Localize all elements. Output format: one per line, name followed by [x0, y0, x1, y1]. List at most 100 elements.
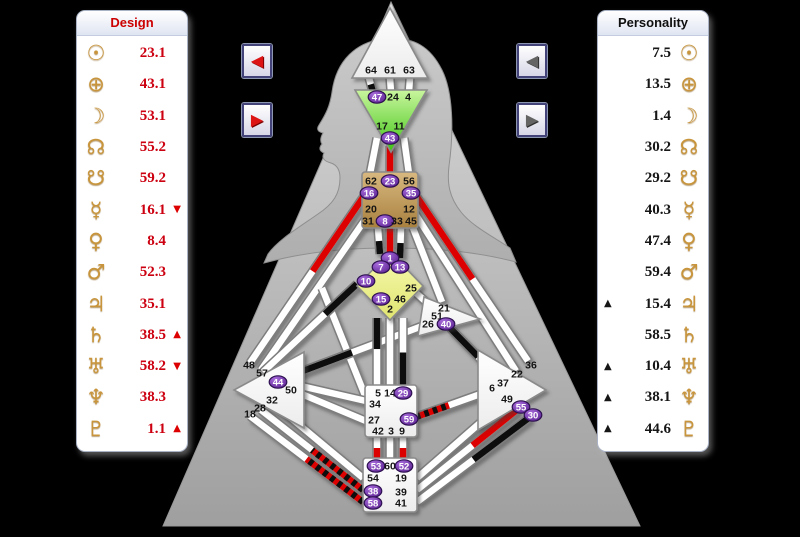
- gate-12: 12: [403, 203, 415, 215]
- pluto-icon: ♇: [86, 416, 106, 441]
- channel-35-36: [413, 194, 532, 364]
- planet-row-uranus: ▲10.4♅: [604, 352, 702, 382]
- planet-row-mars: ♂52.3: [83, 258, 181, 288]
- gate-27: 27: [368, 414, 380, 426]
- svg-text:10: 10: [361, 276, 372, 287]
- uranus-gate-line-value: 58.2: [139, 358, 166, 375]
- gate-28: 28: [254, 402, 266, 414]
- svg-text:3: 3: [388, 425, 394, 437]
- gate-33: 33: [391, 215, 403, 227]
- gate-58: 58: [363, 496, 383, 510]
- pluto-gate-line-value: 1.1: [147, 420, 166, 437]
- solar-plexus-center: [477, 348, 548, 432]
- planet-row-saturn: 58.5♄: [604, 320, 702, 350]
- gate-21: 21: [438, 302, 450, 314]
- gate-31: 31: [362, 215, 374, 227]
- svg-text:17: 17: [376, 120, 388, 132]
- gate-56: 56: [403, 175, 415, 187]
- planet-row-south-node: ☋59.2: [83, 164, 181, 194]
- mars-gate-line-value: 52.3: [139, 264, 166, 281]
- earth-icon: ⊕: [680, 72, 698, 97]
- north-node-gate-line-value: 55.2: [139, 139, 166, 156]
- design-next-button[interactable]: ▶: [242, 103, 272, 137]
- gate-60: 60: [384, 460, 396, 472]
- channel-10-57: [259, 280, 361, 376]
- svg-text:35: 35: [406, 188, 417, 199]
- svg-text:59: 59: [404, 414, 415, 425]
- svg-text:49: 49: [501, 393, 513, 405]
- sun-icon: ☉: [86, 41, 106, 66]
- south-node-icon: ☋: [86, 166, 106, 191]
- svg-text:63: 63: [403, 64, 415, 76]
- personality-next-button[interactable]: ▶: [517, 103, 547, 137]
- gate-51: 51: [431, 310, 443, 322]
- svg-text:55: 55: [516, 402, 527, 413]
- planet-row-venus: ♀8.4: [83, 226, 181, 256]
- svg-text:14: 14: [384, 387, 396, 399]
- svg-text:2: 2: [387, 303, 393, 315]
- neptune-gate-line-value: 38.1: [644, 389, 671, 406]
- neptune-gate-line-value: 38.3: [139, 389, 166, 406]
- fixing-up-icon: ▲: [604, 423, 612, 435]
- svg-text:11: 11: [393, 120, 404, 132]
- channel-11-56: [399, 137, 414, 175]
- moon-icon: ☽: [679, 103, 699, 128]
- gate-3: 3: [388, 425, 394, 437]
- pluto-gate-line-value: 44.6: [644, 420, 671, 437]
- fixing-down-icon: ▼: [173, 360, 181, 372]
- gate-2: 2: [387, 303, 393, 315]
- design-prev-button[interactable]: ◀: [242, 44, 272, 78]
- fixing-up-icon: ▲: [604, 298, 612, 310]
- svg-text:16: 16: [364, 188, 375, 199]
- fixing-down-icon: ▼: [173, 204, 181, 216]
- gate-63: 63: [403, 64, 415, 76]
- planet-row-mercury: ☿16.1▼: [83, 195, 181, 225]
- svg-text:60: 60: [384, 460, 396, 472]
- planet-row-jupiter: ♃35.1: [83, 289, 181, 319]
- gate-17: 17: [376, 120, 388, 132]
- svg-text:31: 31: [362, 215, 374, 227]
- svg-text:64: 64: [365, 64, 377, 76]
- planet-row-earth: ⊕43.1: [83, 70, 181, 100]
- svg-text:62: 62: [365, 175, 377, 187]
- svg-text:15: 15: [376, 294, 387, 305]
- personality-panel-title: Personality: [598, 11, 708, 36]
- uranus-icon: ♅: [86, 354, 106, 379]
- saturn-gate-line-value: 38.5: [139, 326, 166, 343]
- gate-49: 49: [501, 393, 513, 405]
- planet-row-pluto: ♇1.1▲: [83, 414, 181, 444]
- svg-text:19: 19: [395, 472, 407, 484]
- uranus-icon: ♅: [679, 354, 699, 379]
- planet-row-neptune: ▲38.1♆: [604, 383, 702, 413]
- personality-prev-button[interactable]: ◀: [517, 44, 547, 78]
- planet-row-earth: 13.5⊕: [604, 70, 702, 100]
- svg-text:13: 13: [395, 262, 406, 273]
- mercury-icon: ☿: [682, 197, 696, 222]
- svg-text:50: 50: [285, 384, 297, 396]
- planet-row-north-node: ☊ 55.2: [83, 133, 181, 163]
- svg-text:61: 61: [384, 64, 396, 76]
- north-node-icon: ☊: [86, 135, 106, 160]
- fixing-up-icon: ▲: [604, 360, 612, 372]
- gate-13: 13: [390, 260, 410, 274]
- planet-row-mercury: 40.3☿: [604, 195, 702, 225]
- jupiter-icon: ♃: [86, 291, 106, 316]
- svg-text:45: 45: [405, 215, 417, 227]
- gate-30: 30: [523, 408, 543, 422]
- moon-icon: ☽: [86, 103, 106, 128]
- svg-text:25: 25: [405, 282, 417, 294]
- gate-7: 7: [371, 260, 391, 274]
- gate-59: 59: [399, 412, 419, 426]
- earth-gate-line-value: 43.1: [139, 76, 166, 93]
- planet-row-north-node: 30.2☊: [604, 133, 702, 163]
- gate-24: 24: [387, 91, 399, 103]
- svg-text:33: 33: [391, 215, 403, 227]
- gate-57: 57: [256, 367, 268, 379]
- channel-45-21: [408, 226, 447, 304]
- svg-text:41: 41: [395, 497, 407, 509]
- mercury-icon: ☿: [89, 197, 103, 222]
- channel-16-48: [246, 193, 368, 366]
- gate-52: 52: [394, 459, 414, 473]
- personality-rows: 7.5☉13.5⊕1.4☽30.2☊29.2☋40.3☿47.4♀59.4♂▲1…: [598, 36, 708, 451]
- ajna-center: [353, 89, 429, 154]
